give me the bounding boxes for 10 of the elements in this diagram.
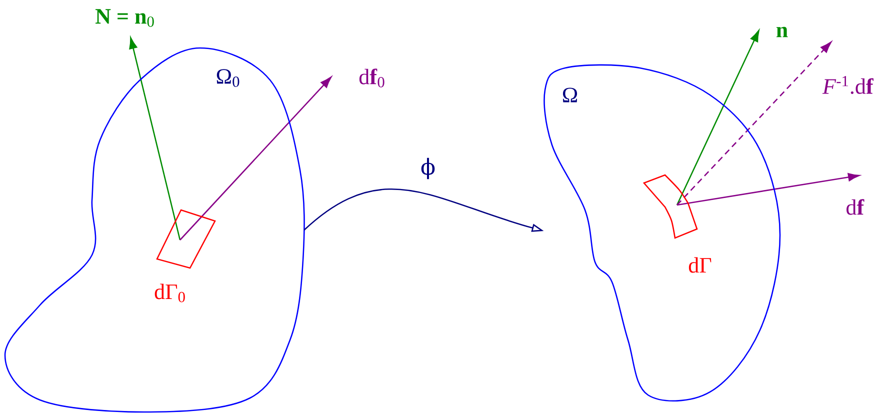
vector-label: df: [846, 199, 864, 215]
node-label: dΓ: [688, 257, 712, 273]
surface-element: dΓ$_{0}$: [154, 209, 216, 302]
node-label: dΓ$_{0}$: [154, 284, 185, 302]
vector-label: F$^{-1}$.df: [822, 76, 874, 94]
vector-label: df$_{0}$: [359, 68, 384, 88]
vector-label: n: [776, 26, 788, 38]
surface-element: dΓ: [643, 174, 712, 273]
edge-label: ϕ: [421, 158, 435, 180]
vector-label: N = n$_{0}$: [96, 9, 154, 27]
